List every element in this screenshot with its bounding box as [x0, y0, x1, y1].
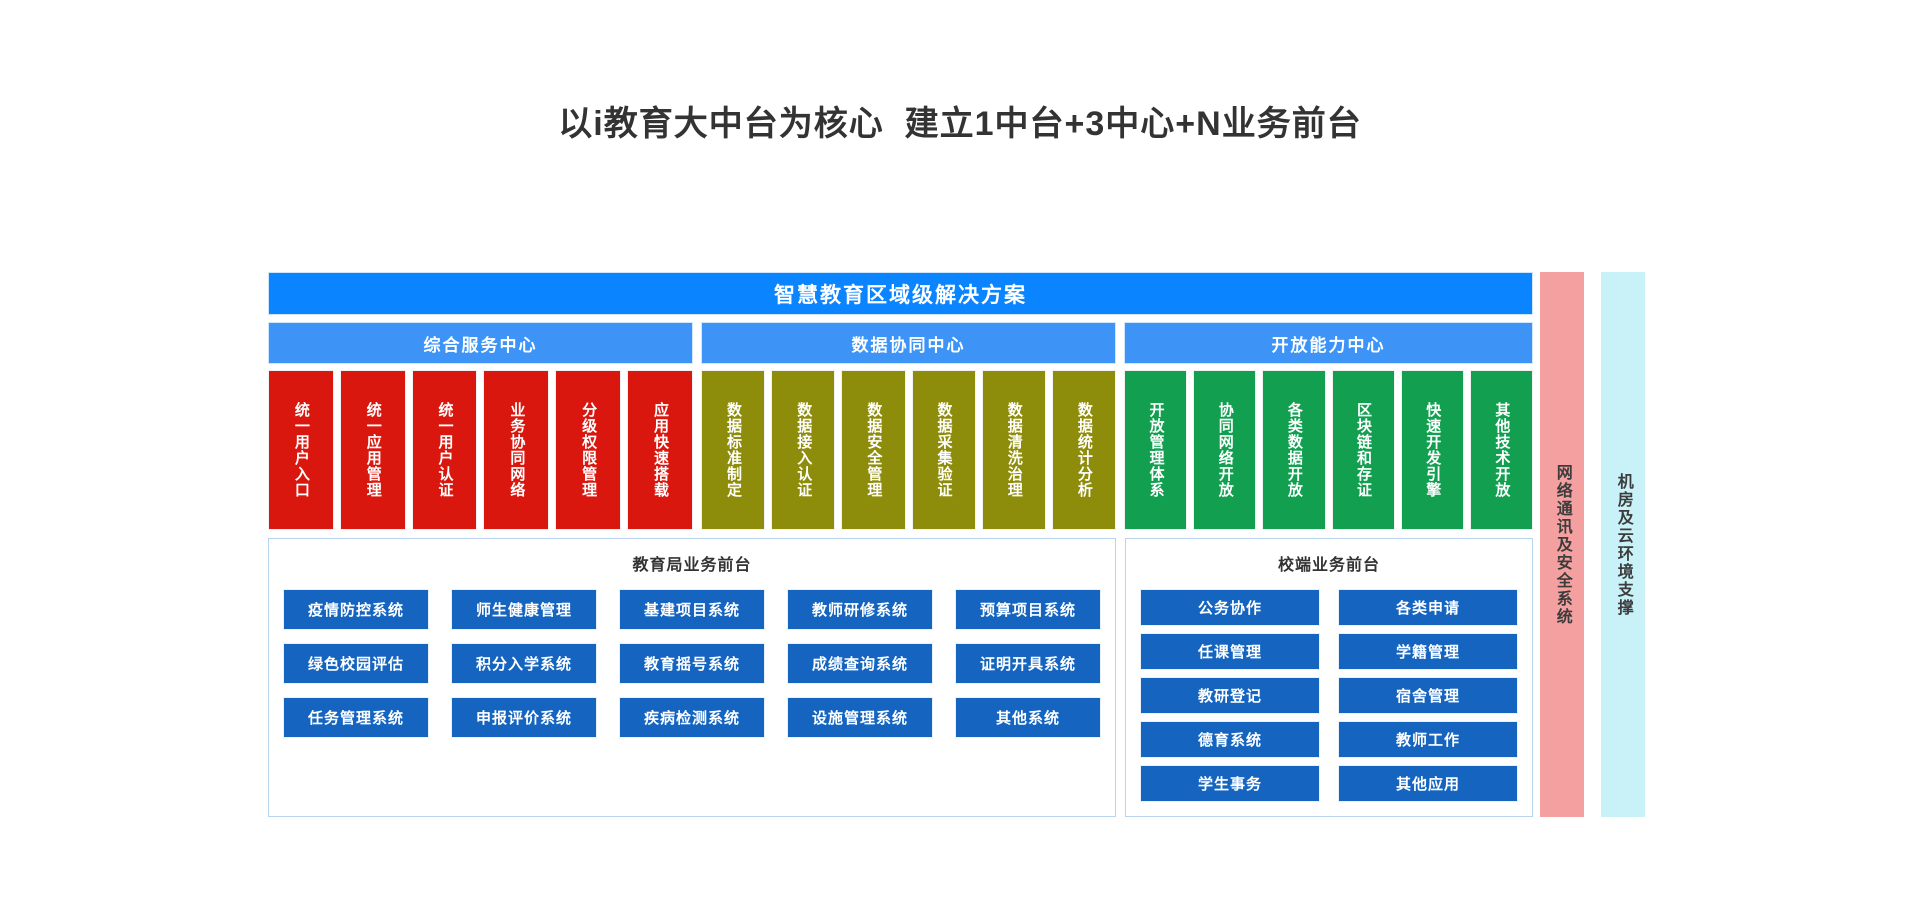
app-button[interactable]: 基建项目系统 — [619, 589, 765, 630]
app-button[interactable]: 疾病检测系统 — [619, 697, 765, 738]
capability-block[interactable]: 数据统计分析 — [1051, 370, 1117, 530]
center-header-label: 数据协同中心 — [851, 335, 966, 355]
capability-row-comprehensive-service: 统一用户入口 统一应用管理 统一用户认证 业务协同网络 分级权限管理 应用快速搭… — [268, 370, 693, 530]
bureau-front-title: 教育局业务前台 — [632, 557, 752, 574]
capability-block[interactable]: 业务协同网络 — [483, 370, 550, 530]
app-button[interactable]: 任务管理系统 — [283, 697, 429, 738]
app-button[interactable]: 成绩查询系统 — [787, 643, 933, 684]
center-header-data-collaboration[interactable]: 数据协同中心 — [701, 322, 1116, 364]
capability-block[interactable]: 数据安全管理 — [841, 370, 906, 530]
app-button[interactable]: 任课管理 — [1140, 633, 1320, 670]
capability-block[interactable]: 数据接入认证 — [771, 370, 836, 530]
page-title: 以i教育大中台为核心 建立1中台+3中心+N业务前台 — [558, 105, 1362, 143]
center-header-open-capability[interactable]: 开放能力中心 — [1124, 322, 1533, 364]
app-button[interactable]: 预算项目系统 — [955, 589, 1101, 630]
solution-banner-label: 智慧教育区域级解决方案 — [774, 283, 1027, 307]
solution-banner: 智慧教育区域级解决方案 — [268, 272, 1533, 315]
app-button[interactable]: 学生事务 — [1140, 765, 1320, 802]
school-app-grid: 公务协作 各类申请 任课管理 学籍管理 教研登记 宿舍管理 德育系统 教师工作 … — [1140, 589, 1518, 802]
capability-block[interactable]: 数据采集验证 — [911, 370, 976, 530]
app-button[interactable]: 疫情防控系统 — [283, 589, 429, 630]
architecture-diagram: 智慧教育区域级解决方案 综合服务中心 统一用户入口 统一应用管理 统一用户认证 … — [268, 272, 1653, 817]
side-bar-cloud-environment: 机房及云环境支撑 — [1601, 272, 1645, 817]
capability-block[interactable]: 各类数据开放 — [1262, 370, 1326, 530]
capability-block[interactable]: 其他技术开放 — [1469, 370, 1534, 530]
app-button[interactable]: 积分入学系统 — [451, 643, 597, 684]
capability-block[interactable]: 开放管理体系 — [1124, 370, 1188, 530]
core-platform-stack: 智慧教育区域级解决方案 综合服务中心 统一用户入口 统一应用管理 统一用户认证 … — [268, 272, 1534, 817]
app-button[interactable]: 其他应用 — [1338, 765, 1518, 802]
capability-block[interactable]: 协同网络开放 — [1193, 370, 1257, 530]
center-column-open-capability: 开放能力中心 开放管理体系 协同网络开放 各类数据开放 区块链和存证 快速开发引… — [1124, 322, 1534, 530]
app-button[interactable]: 宿舍管理 — [1338, 677, 1518, 714]
app-button[interactable]: 教师工作 — [1338, 721, 1518, 758]
app-button[interactable]: 设施管理系统 — [787, 697, 933, 738]
capability-row-open-capability: 开放管理体系 协同网络开放 各类数据开放 区块链和存证 快速开发引擎 其他技术开… — [1124, 370, 1534, 530]
capability-block[interactable]: 分级权限管理 — [555, 370, 622, 530]
center-column-data-collaboration: 数据协同中心 数据标准制定 数据接入认证 数据安全管理 数据采集验证 数据清洗治… — [701, 322, 1117, 530]
app-button[interactable]: 其他系统 — [955, 697, 1101, 738]
bureau-front-panel: 教育局业务前台 疫情防控系统 师生健康管理 基建项目系统 教师研修系统 预算项目… — [268, 538, 1116, 817]
app-button[interactable]: 绿色校园评估 — [283, 643, 429, 684]
app-button[interactable]: 证明开具系统 — [955, 643, 1101, 684]
capability-block[interactable]: 统一用户入口 — [268, 370, 334, 530]
capability-block[interactable]: 快速开发引擎 — [1400, 370, 1464, 530]
app-button[interactable]: 申报评价系统 — [451, 697, 597, 738]
center-header-comprehensive-service[interactable]: 综合服务中心 — [268, 322, 693, 364]
center-column-comprehensive-service: 综合服务中心 统一用户入口 统一应用管理 统一用户认证 业务协同网络 分级权限管… — [268, 322, 693, 530]
school-front-panel: 校端业务前台 公务协作 各类申请 任课管理 学籍管理 教研登记 宿舍管理 德育系… — [1125, 538, 1533, 817]
capability-block[interactable]: 区块链和存证 — [1331, 370, 1395, 530]
business-fronts-row: 教育局业务前台 疫情防控系统 师生健康管理 基建项目系统 教师研修系统 预算项目… — [268, 538, 1533, 817]
app-button[interactable]: 教研登记 — [1140, 677, 1320, 714]
school-front-title: 校端业务前台 — [1277, 557, 1380, 574]
capability-block[interactable]: 数据标准制定 — [701, 370, 766, 530]
app-button[interactable]: 各类申请 — [1338, 589, 1518, 626]
app-button[interactable]: 教育摇号系统 — [619, 643, 765, 684]
side-bar-network-security: 网络通讯及安全系统 — [1540, 272, 1584, 817]
center-header-label: 开放能力中心 — [1271, 335, 1386, 355]
center-header-label: 综合服务中心 — [423, 335, 538, 355]
capability-block[interactable]: 数据清洗治理 — [981, 370, 1046, 530]
capability-block[interactable]: 统一用户认证 — [411, 370, 478, 530]
app-button[interactable]: 学籍管理 — [1338, 633, 1518, 670]
centers-row: 综合服务中心 统一用户入口 统一应用管理 统一用户认证 业务协同网络 分级权限管… — [268, 322, 1534, 530]
capability-block[interactable]: 应用快速搭载 — [627, 370, 693, 530]
capability-row-data-collaboration: 数据标准制定 数据接入认证 数据安全管理 数据采集验证 数据清洗治理 数据统计分… — [701, 370, 1117, 530]
bureau-app-grid: 疫情防控系统 师生健康管理 基建项目系统 教师研修系统 预算项目系统 绿色校园评… — [283, 589, 1101, 738]
app-button[interactable]: 教师研修系统 — [787, 589, 933, 630]
app-button[interactable]: 德育系统 — [1140, 721, 1320, 758]
app-button[interactable]: 公务协作 — [1140, 589, 1320, 626]
capability-block[interactable]: 统一应用管理 — [339, 370, 406, 530]
app-button[interactable]: 师生健康管理 — [451, 589, 597, 630]
